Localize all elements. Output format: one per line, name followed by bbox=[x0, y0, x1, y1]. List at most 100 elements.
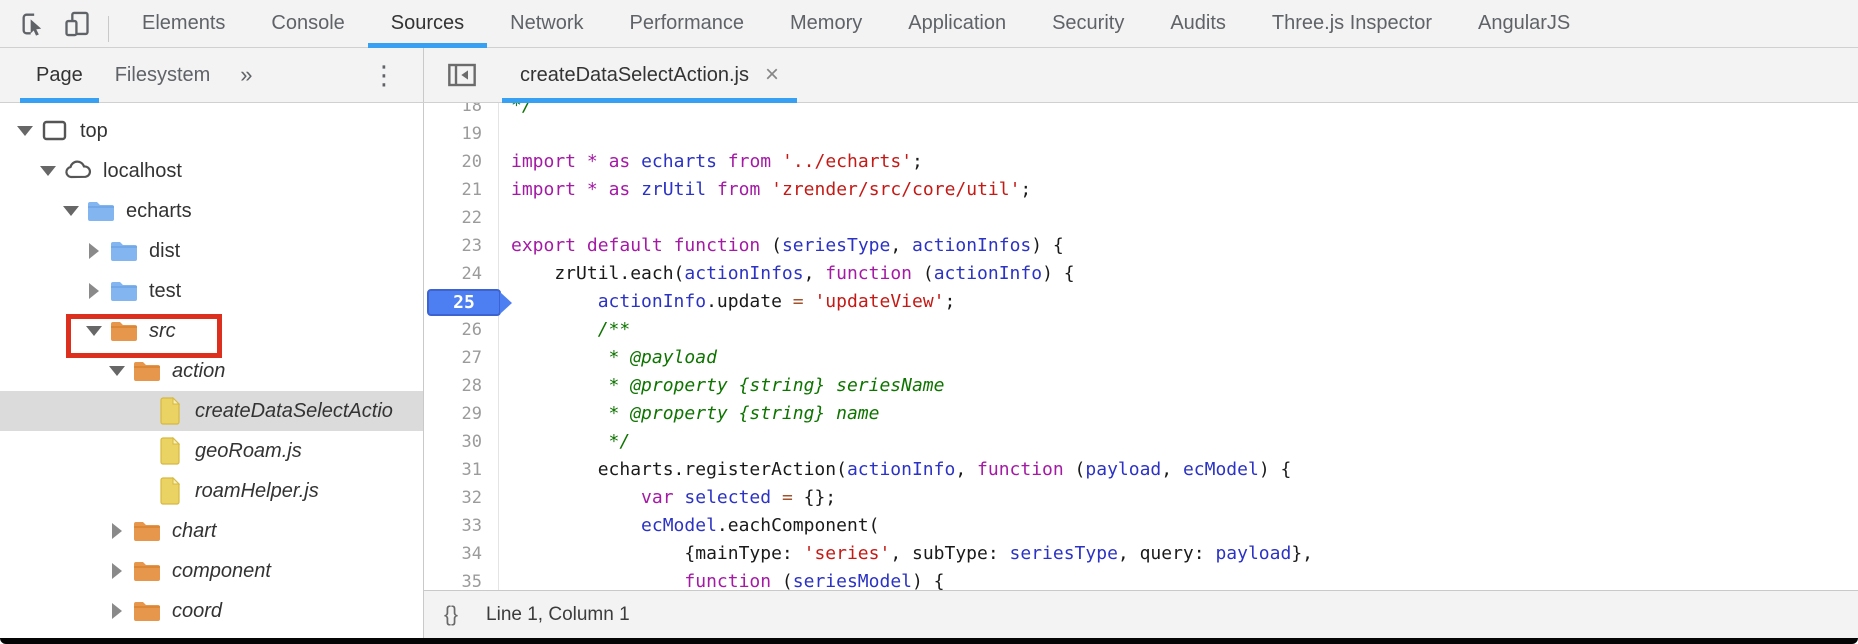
code-line-31[interactable]: echarts.registerAction(actionInfo, funct… bbox=[511, 456, 1292, 484]
gutter-line-number[interactable]: 24 bbox=[461, 264, 482, 284]
tree-item-action[interactable]: action bbox=[0, 351, 423, 391]
code-token: , subType: bbox=[890, 543, 1010, 564]
inspect-cursor-icon[interactable] bbox=[16, 7, 50, 41]
tree-item-label: action bbox=[172, 359, 226, 382]
tree-item-label: roamHelper.js bbox=[195, 479, 319, 502]
navigator-menu-icon[interactable]: ⋮ bbox=[371, 59, 397, 90]
code-line-20[interactable]: import * as echarts from '../echarts'; bbox=[511, 148, 923, 176]
gutter-line-number[interactable]: 34 bbox=[461, 544, 482, 564]
panel-tab-security[interactable]: Security bbox=[1052, 12, 1125, 34]
panel-tab-elements[interactable]: Elements bbox=[142, 12, 226, 34]
panel-tab-application[interactable]: Application bbox=[908, 12, 1007, 34]
chevron-down-icon[interactable] bbox=[106, 366, 128, 376]
gutter-line-number[interactable]: 33 bbox=[461, 516, 482, 536]
chevron-down-icon[interactable] bbox=[14, 126, 36, 136]
gutter-line-number[interactable]: 26 bbox=[461, 320, 482, 340]
navigator-tab-filesystem[interactable]: Filesystem bbox=[114, 63, 211, 86]
device-toolbar-icon[interactable] bbox=[60, 7, 94, 41]
pretty-print-button[interactable]: {} bbox=[444, 602, 459, 626]
code-line-18[interactable]: */ bbox=[511, 103, 533, 120]
code-token: as bbox=[608, 151, 631, 172]
code-token: , bbox=[803, 263, 826, 284]
code-line-29[interactable]: * @property {string} name bbox=[511, 400, 880, 428]
chevron-right-icon[interactable] bbox=[83, 243, 105, 259]
chevron-down-icon[interactable] bbox=[83, 326, 105, 336]
tree-item-georoam-js[interactable]: geoRoam.js bbox=[0, 431, 423, 471]
tree-item-component[interactable]: component bbox=[0, 551, 423, 591]
gutter-line-number[interactable]: 21 bbox=[461, 180, 482, 200]
code-line-26[interactable]: /** bbox=[511, 316, 631, 344]
chevron-right-icon[interactable] bbox=[106, 523, 128, 539]
gutter-line-number[interactable]: 30 bbox=[461, 432, 482, 452]
open-file-tab[interactable]: createDataSelectAction.js × bbox=[502, 48, 798, 103]
folder-blue-icon bbox=[109, 238, 139, 264]
chevron-down-icon[interactable] bbox=[60, 206, 82, 216]
code-token: ( bbox=[760, 235, 782, 256]
tree-item-localhost[interactable]: localhost bbox=[0, 151, 423, 191]
code-line-34[interactable]: {mainType: 'series', subType: seriesType… bbox=[511, 540, 1313, 568]
tree-item-coord[interactable]: coord bbox=[0, 591, 423, 631]
code-line-35[interactable]: function (seriesModel) { bbox=[511, 568, 944, 590]
tree-item-createdataselectactio[interactable]: createDataSelectActio bbox=[0, 391, 423, 431]
code-token: 'updateView' bbox=[814, 291, 945, 312]
code-token bbox=[760, 179, 771, 200]
code-line-33[interactable]: ecModel.eachComponent( bbox=[511, 512, 879, 540]
code-line-25[interactable]: actionInfo.update = 'updateView'; bbox=[511, 288, 956, 316]
gutter-line-number[interactable]: 20 bbox=[461, 152, 482, 172]
navigator-tab-page[interactable]: Page bbox=[20, 48, 99, 103]
panel-tab-three-js-inspector[interactable]: Three.js Inspector bbox=[1271, 12, 1432, 34]
code-editor[interactable]: 18 19 20 21 22 23 24 25 26 27 28 29 30 31 32 33 34 35 */ i… bbox=[424, 103, 1858, 590]
tree-item-chart[interactable]: chart bbox=[0, 511, 423, 551]
gutter-line-number[interactable]: 23 bbox=[461, 236, 482, 256]
code-line-32[interactable]: var selected = {}; bbox=[511, 484, 836, 512]
toggle-navigator-icon[interactable] bbox=[446, 48, 478, 102]
panel-tab-memory[interactable]: Memory bbox=[790, 12, 863, 34]
code-line-21[interactable]: import * as zrUtil from 'zrender/src/cor… bbox=[511, 176, 1031, 204]
chevron-down-icon[interactable] bbox=[37, 166, 59, 176]
tree-item-src[interactable]: src bbox=[0, 311, 423, 351]
close-tab-icon[interactable]: × bbox=[765, 61, 780, 88]
gutter-line-number[interactable]: 29 bbox=[461, 404, 482, 424]
code-token bbox=[771, 487, 782, 508]
tree-item-echarts[interactable]: echarts bbox=[0, 191, 423, 231]
gutter-line-number[interactable]: 27 bbox=[461, 348, 482, 368]
code-token: import bbox=[511, 151, 577, 172]
tree-item-roamhelper-js[interactable]: roamHelper.js bbox=[0, 471, 423, 511]
code-token bbox=[511, 291, 598, 312]
code-token: 'series' bbox=[803, 543, 891, 564]
gutter-line-number[interactable]: 32 bbox=[461, 488, 482, 508]
tree-item-label: echarts bbox=[126, 199, 192, 222]
panel-tab-audits[interactable]: Audits bbox=[1170, 12, 1226, 34]
gutter-line-number[interactable]: 31 bbox=[461, 460, 482, 480]
code-line-28[interactable]: * @property {string} seriesName bbox=[511, 372, 945, 400]
gutter-line-number[interactable]: 35 bbox=[461, 572, 482, 590]
chevron-right-icon[interactable] bbox=[106, 563, 128, 579]
code-token: function bbox=[977, 459, 1064, 480]
code-line-30[interactable]: */ bbox=[511, 428, 631, 456]
gutter-line-number[interactable]: 18 bbox=[461, 103, 482, 116]
tree-item-dist[interactable]: dist bbox=[0, 231, 423, 271]
panel-tab-performance[interactable]: Performance bbox=[629, 12, 745, 34]
gutter-line-number[interactable]: 22 bbox=[461, 208, 482, 228]
chevron-right-icon[interactable] bbox=[83, 283, 105, 299]
panel-tab-angularjs[interactable]: AngularJS bbox=[1478, 12, 1571, 34]
panel-tab-console[interactable]: Console bbox=[271, 12, 345, 34]
code-line-27[interactable]: * @payload bbox=[511, 344, 717, 372]
line-number-gutter[interactable]: 18 19 20 21 22 23 24 25 26 27 28 29 30 31 32 33 34 35 bbox=[424, 103, 512, 590]
tree-item-test[interactable]: test bbox=[0, 271, 423, 311]
gutter-line-number[interactable]: 19 bbox=[461, 124, 482, 144]
panel-tab-network[interactable]: Network bbox=[510, 12, 584, 34]
code-token: import bbox=[511, 179, 577, 200]
tree-item-top[interactable]: top bbox=[0, 111, 423, 151]
code-token: actionInfos bbox=[684, 263, 804, 284]
code-token: {}; bbox=[792, 487, 837, 508]
selected-line-flag[interactable]: 25 bbox=[427, 289, 512, 316]
more-tabs-chevron[interactable]: » bbox=[240, 62, 253, 87]
code-line-24[interactable]: zrUtil.each(actionInfos, function (actio… bbox=[511, 260, 1074, 288]
code-token: echarts.registerAction( bbox=[511, 459, 847, 480]
chevron-right-icon[interactable] bbox=[106, 603, 128, 619]
code-line-23[interactable]: export default function (seriesType, act… bbox=[511, 232, 1064, 260]
code-token: ; bbox=[1020, 179, 1032, 200]
gutter-line-number[interactable]: 28 bbox=[461, 376, 482, 396]
panel-tab-sources[interactable]: Sources bbox=[367, 0, 488, 48]
